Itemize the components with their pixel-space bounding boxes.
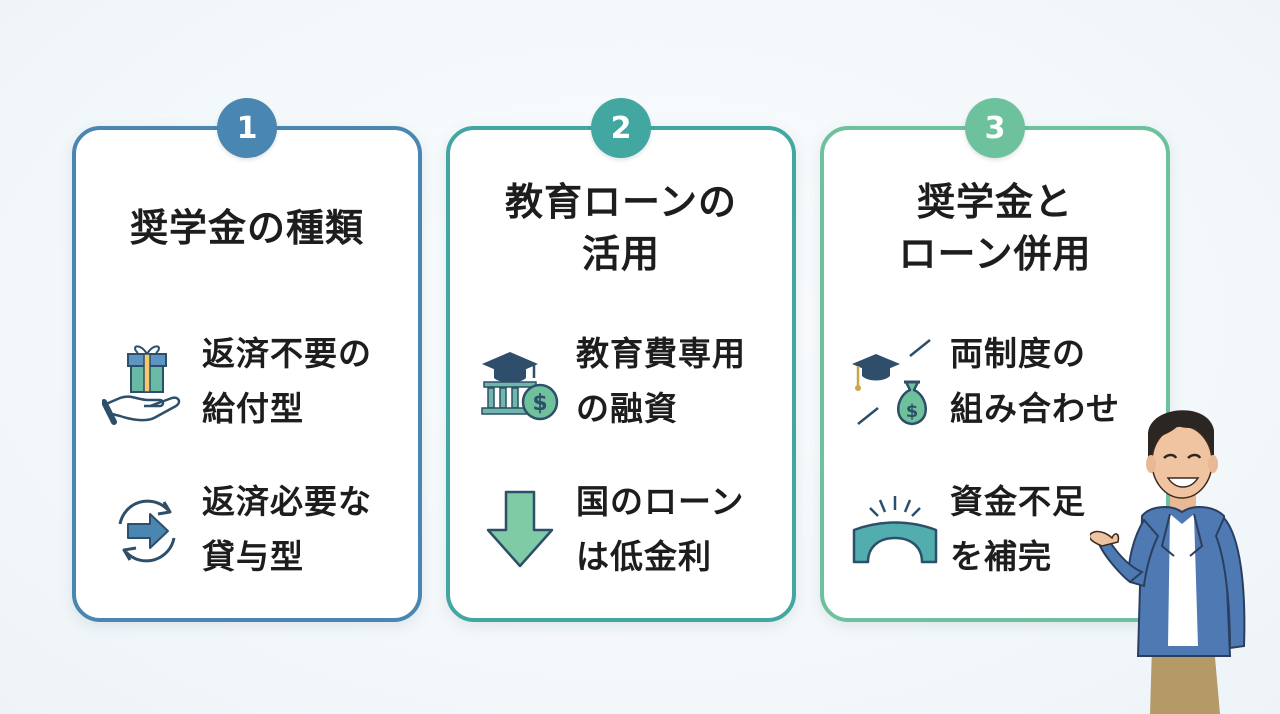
svg-text:$: $	[532, 391, 547, 416]
step-badge-2: 2	[591, 98, 651, 158]
card-title: 教育ローンの 活用	[504, 180, 738, 276]
presenter-man-icon	[1090, 396, 1280, 714]
bank-graduation-coin-icon: $	[476, 338, 566, 428]
gift-hand-icon	[102, 338, 192, 428]
item-label: 両制度の 組み合わせ	[950, 334, 1120, 428]
card-title: 奨学金と ローン併用	[898, 180, 1092, 276]
list-item: 資金不足 を補完	[850, 474, 1150, 584]
svg-text:$: $	[906, 401, 919, 422]
repayment-cycle-icon	[102, 486, 192, 576]
list-item: 返済必要な 貸与型	[102, 474, 402, 584]
item-label: 教育費専用 の融資	[576, 334, 746, 428]
list-item: 返済不要の 給付型	[102, 326, 402, 436]
step-badge-1: 1	[217, 98, 277, 158]
list-item: $ 教育費専用 の融資	[476, 326, 776, 436]
down-arrow-icon	[476, 486, 566, 576]
step-badge-3: 3	[965, 98, 1025, 158]
cap-and-moneybag-icon: $	[850, 338, 940, 428]
list-item: $ 両制度の 組み合わせ	[850, 326, 1150, 436]
card-title: 奨学金の種類	[129, 206, 364, 250]
card-education-loan: 2 教育ローンの 活用 $ 教育費専用 の融資 国のローン は低金利	[446, 98, 796, 622]
item-label: 資金不足 を補完	[950, 482, 1086, 576]
item-label: 返済必要な 貸与型	[202, 482, 372, 576]
item-label: 返済不要の 給付型	[202, 334, 372, 428]
bridge-gap-icon	[850, 486, 940, 576]
item-label: 国のローン は低金利	[576, 482, 745, 576]
list-item: 国のローン は低金利	[476, 474, 776, 584]
card-scholarship-types: 1 奨学金の種類 返済不要の 給付型 返済必要な 貸与型	[72, 98, 422, 622]
